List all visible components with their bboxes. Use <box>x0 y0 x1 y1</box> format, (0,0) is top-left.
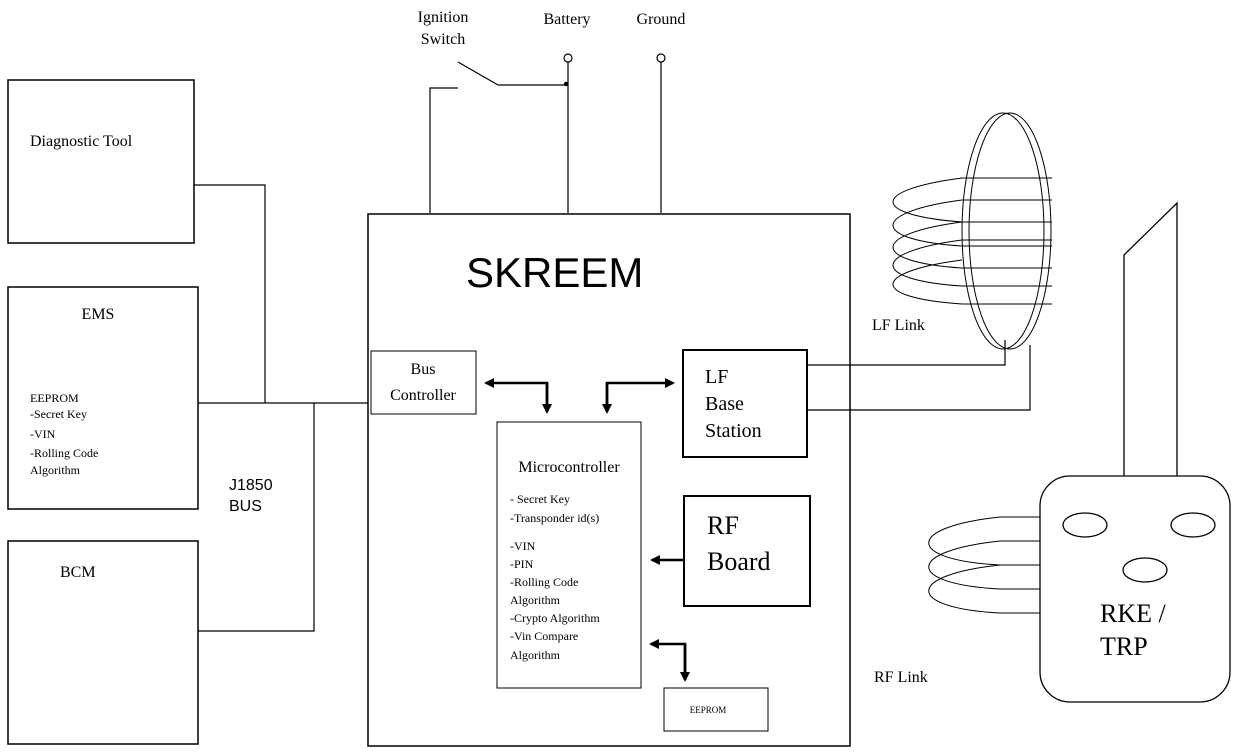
ems-item: -Rolling Code <box>30 446 98 460</box>
skreem-title: SKREEM <box>466 249 643 296</box>
rf-board-label-line2: Board <box>707 547 771 576</box>
bcm-box <box>7 540 199 745</box>
rf-coil-turn <box>928 516 1045 566</box>
ems-title: EMS <box>82 306 115 323</box>
ignition-switch-lever <box>457 61 499 86</box>
rf-link-label: RF Link <box>874 669 928 686</box>
fob-body <box>1039 475 1231 703</box>
internal-arrows <box>484 378 690 682</box>
diagnostic-tool-label: Diagnostic Tool <box>30 133 133 150</box>
eeprom-box <box>663 687 769 732</box>
lf-coil-turn <box>892 177 1052 223</box>
battery-terminal <box>563 53 573 63</box>
power-wiring <box>429 53 666 213</box>
microcontroller-box <box>496 421 642 689</box>
ground-terminal <box>656 53 666 63</box>
ignition-label-line1: Ignition <box>418 9 469 26</box>
lf-coil-ellipse-left <box>961 112 1045 350</box>
ems-item: -VIN <box>30 427 56 441</box>
bus-controller-label-line2: Controller <box>390 387 456 404</box>
microcontroller-item: -VIN <box>510 539 536 553</box>
microcontroller-item: -PIN <box>510 557 534 571</box>
lf-base-label-line1: LF <box>705 366 728 388</box>
microcontroller-item: -Vin Compare <box>510 629 578 643</box>
battery-label: Battery <box>543 11 590 28</box>
ems-item: Algorithm <box>30 463 81 477</box>
lf-base-label-line3: Station <box>705 420 762 442</box>
ems-box <box>7 286 199 510</box>
fob-button-left <box>1062 512 1108 538</box>
diagnostic-bus-wire <box>194 184 266 403</box>
rf-board-label-line1: RF <box>707 511 739 540</box>
microcontroller-item: -Rolling Code <box>510 575 578 589</box>
fob-button-center <box>1122 557 1168 583</box>
bcm-bus-wire <box>198 403 315 632</box>
ignition-label-line2: Switch <box>421 31 465 48</box>
bus-label-line1: J1850 <box>229 477 273 494</box>
bus-label-line2: BUS <box>229 498 262 515</box>
fob-button-right <box>1170 512 1216 538</box>
ignition-wire <box>429 87 458 213</box>
ems-item: -Secret Key <box>30 407 87 421</box>
j1850-bus-wiring <box>194 184 368 632</box>
rf-coil-turn <box>928 540 1045 590</box>
rf-coil-icon <box>928 516 1045 614</box>
microcontroller-item: -Crypto Algorithm <box>510 611 600 625</box>
lf-base-station-box <box>682 349 808 458</box>
lf-coil-turn <box>892 199 1052 247</box>
lf-coil-turn <box>892 221 1052 269</box>
lf-coil-turn <box>892 239 1052 287</box>
key-fob-icon <box>1039 201 1231 703</box>
fob-label-line2: TRP <box>1100 632 1148 661</box>
lf-coil-icon <box>892 112 1052 350</box>
lf-antenna-wire-bottom <box>807 345 1031 411</box>
rf-coil-turn <box>928 564 1045 614</box>
rf-board-box <box>683 495 811 607</box>
diagnostic-tool-box <box>7 79 195 244</box>
lf-base-label-line2: Base <box>705 393 744 415</box>
microcontroller-title: Microcontroller <box>518 459 620 476</box>
battery-junction <box>563 81 569 87</box>
microcontroller-item: Algorithm <box>510 593 561 607</box>
lf-coil-ellipse-right <box>968 112 1052 350</box>
eeprom-label: EEPROM <box>690 705 727 715</box>
microcontroller-item: Algorithm <box>510 648 561 662</box>
lf-coil-turn <box>892 259 1052 305</box>
ground-label: Ground <box>637 11 686 28</box>
fob-antenna <box>1123 201 1178 476</box>
ems-item: EEPROM <box>30 391 79 405</box>
microcontroller-item: -Transponder id(s) <box>510 511 599 525</box>
bus-controller-label-line1: Bus <box>411 361 436 378</box>
lf-link-label: LF Link <box>872 317 925 334</box>
bcm-label: BCM <box>60 564 96 581</box>
bus-controller-box <box>370 350 477 415</box>
microcontroller-item: - Secret Key <box>510 492 570 506</box>
fob-label-line1: RKE / <box>1100 599 1167 628</box>
